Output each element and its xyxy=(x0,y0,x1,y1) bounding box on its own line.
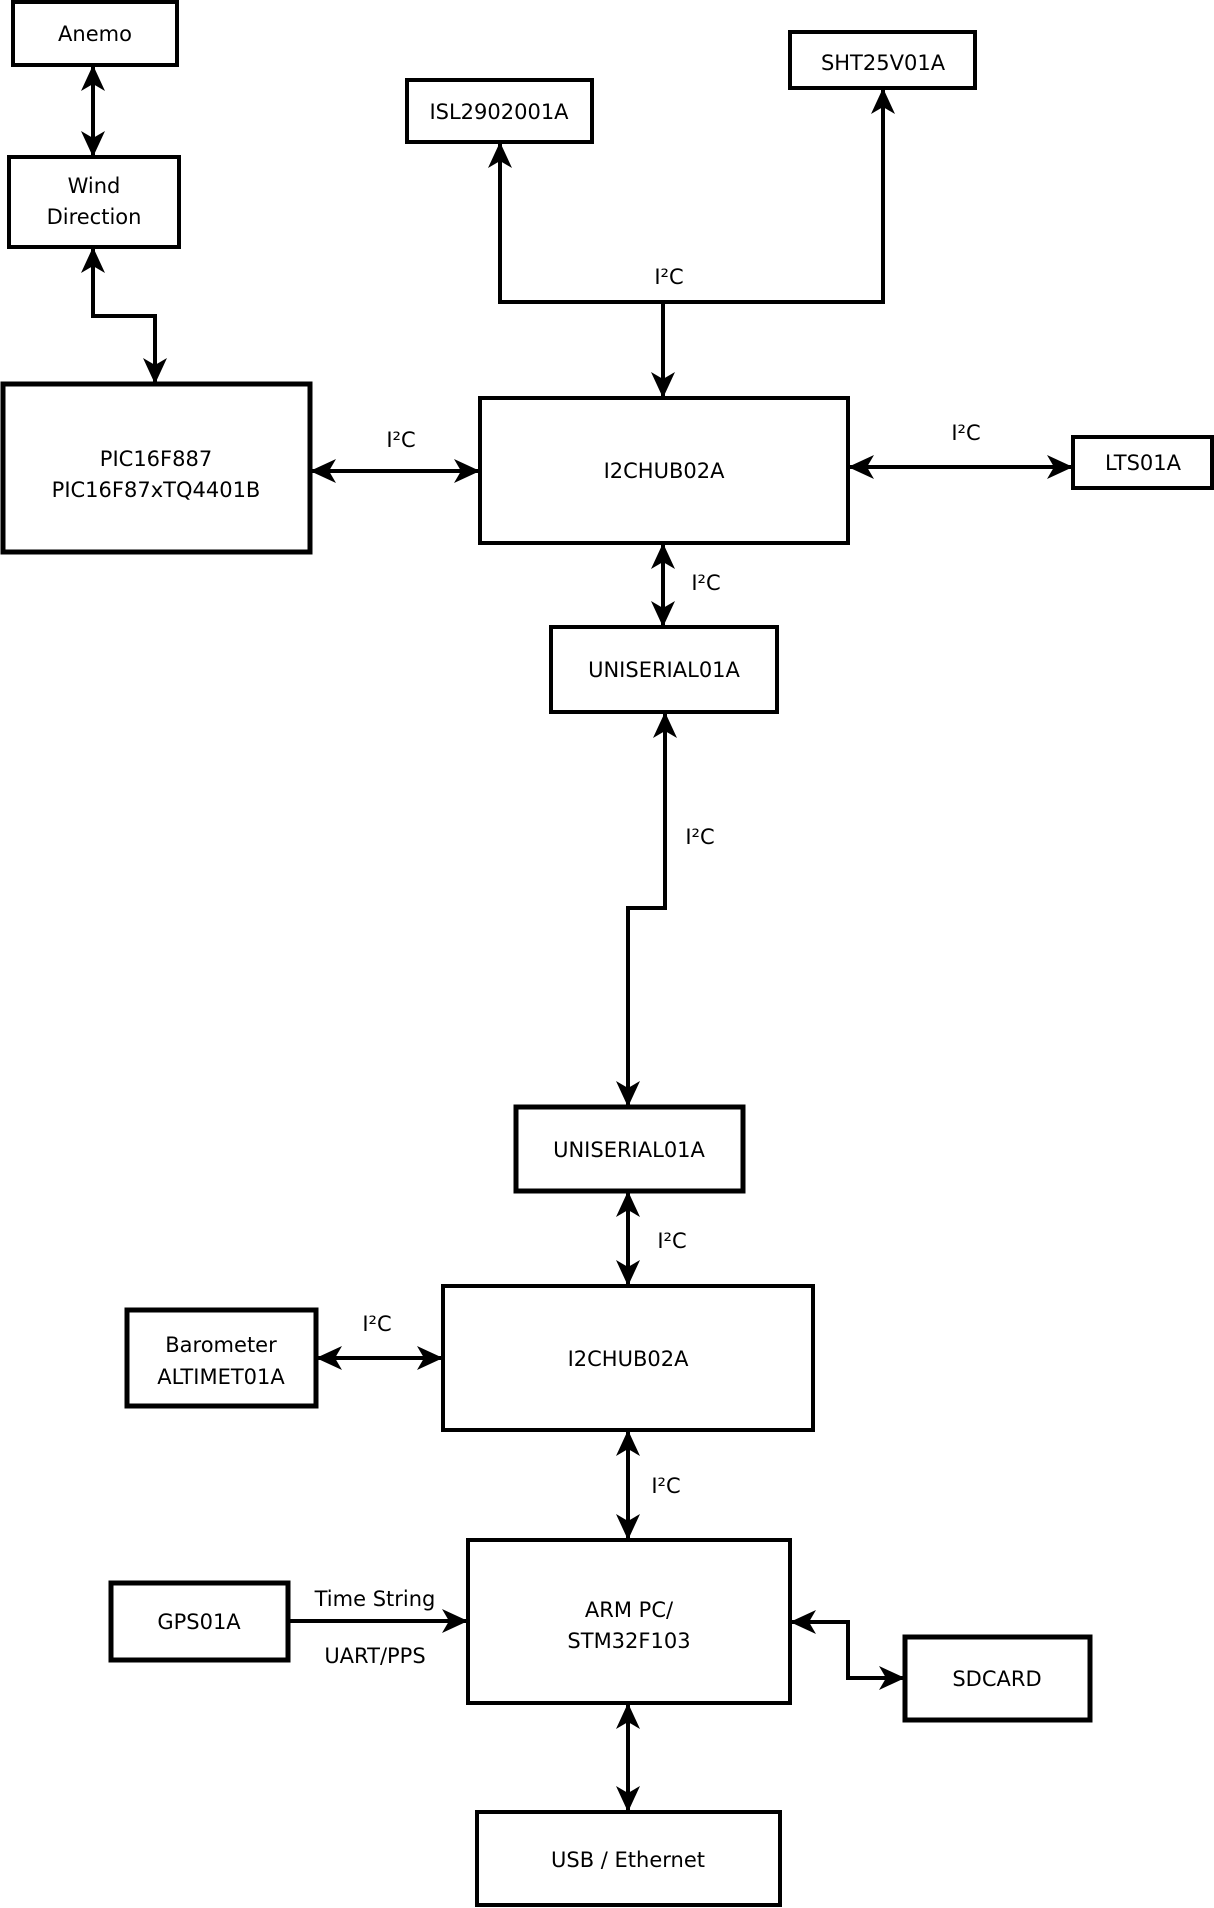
node-arm-pc-stm32f103-box xyxy=(466,1538,792,1705)
node-barometer-altimet01a-box xyxy=(124,1307,319,1409)
node-i2chub02a-bottom-label: I2CHUB02A xyxy=(568,1347,690,1371)
node-isl2902001a-box xyxy=(405,78,594,144)
node-usb-ethernet-label: USB / Ethernet xyxy=(551,1848,705,1872)
edge-label-gps-time-string: Time String xyxy=(314,1587,436,1611)
node-uniserial01a-bottom: UNISERIAL01A xyxy=(513,1104,746,1194)
node-lts01a: LTS01A xyxy=(1071,435,1214,490)
node-anemo-label: Anemo xyxy=(58,22,132,46)
node-uniserial01a-top: UNISERIAL01A xyxy=(549,625,779,714)
node-wind-direction-box xyxy=(7,155,181,249)
edge-label-uniserial-link-i2c: I²C xyxy=(685,825,714,849)
node-usb-ethernet-box xyxy=(475,1810,782,1907)
node-sdcard-label: SDCARD xyxy=(952,1667,1041,1691)
node-sdcard: SDCARD xyxy=(902,1634,1093,1723)
node-anemo-box xyxy=(11,0,179,67)
edge-wind-direction-pic16f887 xyxy=(81,247,167,384)
node-pic16f887: PIC16F887 PIC16F87xTQ4401B xyxy=(0,381,313,555)
node-barometer-label-line2: ALTIMET01A xyxy=(157,1365,285,1389)
edge-label-barometer-hub2-i2c: I²C xyxy=(362,1312,391,1336)
edge-label-hub2-arm-i2c: I²C xyxy=(651,1474,680,1498)
node-lts01a-box xyxy=(1071,435,1214,490)
node-uniserial01a-top-box xyxy=(549,625,779,714)
node-pic16f887-label-line1: PIC16F887 xyxy=(100,447,212,471)
edge-label-gps-uart-pps: UART/PPS xyxy=(324,1644,425,1668)
node-sht25v01a-box xyxy=(788,30,977,90)
edge-label-uniserial-hub2-i2c: I²C xyxy=(657,1229,686,1253)
edge-uniserial01a-uniserial01a xyxy=(616,712,677,1107)
node-sht25v01a-label: SHT25V01A xyxy=(821,51,946,75)
node-wind-direction: Wind Direction xyxy=(7,155,181,249)
edge-label-hub-uniserial-i2c: I²C xyxy=(691,571,720,595)
edge-arm-pc-sdcard xyxy=(790,1610,905,1690)
node-lts01a-label: LTS01A xyxy=(1105,451,1182,475)
node-i2chub02a-bottom: I2CHUB02A xyxy=(441,1284,815,1432)
node-i2chub02a-top: I2CHUB02A xyxy=(478,396,850,545)
node-arm-pc-label-line1: ARM PC/ xyxy=(585,1598,674,1622)
node-arm-pc-label-line2: STM32F103 xyxy=(567,1629,690,1653)
node-arm-pc-stm32f103: ARM PC/ STM32F103 xyxy=(466,1538,792,1705)
node-gps01a: GPS01A xyxy=(108,1580,291,1663)
node-uniserial01a-bottom-label: UNISERIAL01A xyxy=(553,1138,705,1162)
edge-sensor-bus-isl-sht xyxy=(488,88,895,304)
node-usb-ethernet: USB / Ethernet xyxy=(475,1810,782,1907)
node-barometer-altimet01a: Barometer ALTIMET01A xyxy=(124,1307,319,1409)
node-wind-direction-label-line2: Direction xyxy=(47,205,142,229)
node-isl2902001a-label: ISL2902001A xyxy=(429,100,569,124)
node-sht25v01a: SHT25V01A xyxy=(788,30,977,90)
node-sdcard-box xyxy=(902,1634,1093,1723)
node-i2chub02a-top-box xyxy=(478,396,850,545)
node-uniserial01a-bottom-box xyxy=(513,1104,746,1194)
edge-label-sensor-bus-i2c: I²C xyxy=(654,265,683,289)
edge-label-hub-lts-i2c: I²C xyxy=(951,421,980,445)
node-pic16f887-box xyxy=(0,381,313,555)
node-uniserial01a-top-label: UNISERIAL01A xyxy=(588,658,740,682)
node-pic16f887-label-line2: PIC16F87xTQ4401B xyxy=(52,478,261,502)
node-anemo: Anemo xyxy=(11,0,179,67)
node-wind-direction-label-line1: Wind xyxy=(68,174,121,198)
node-i2chub02a-top-label: I2CHUB02A xyxy=(604,459,726,483)
node-gps01a-label: GPS01A xyxy=(157,1610,241,1634)
edge-label-pic-hub-i2c: I²C xyxy=(386,428,415,452)
node-gps01a-box xyxy=(108,1580,291,1663)
node-i2chub02a-bottom-box xyxy=(441,1284,815,1432)
node-isl2902001a: ISL2902001A xyxy=(405,78,594,144)
node-barometer-label-line1: Barometer xyxy=(165,1333,277,1357)
